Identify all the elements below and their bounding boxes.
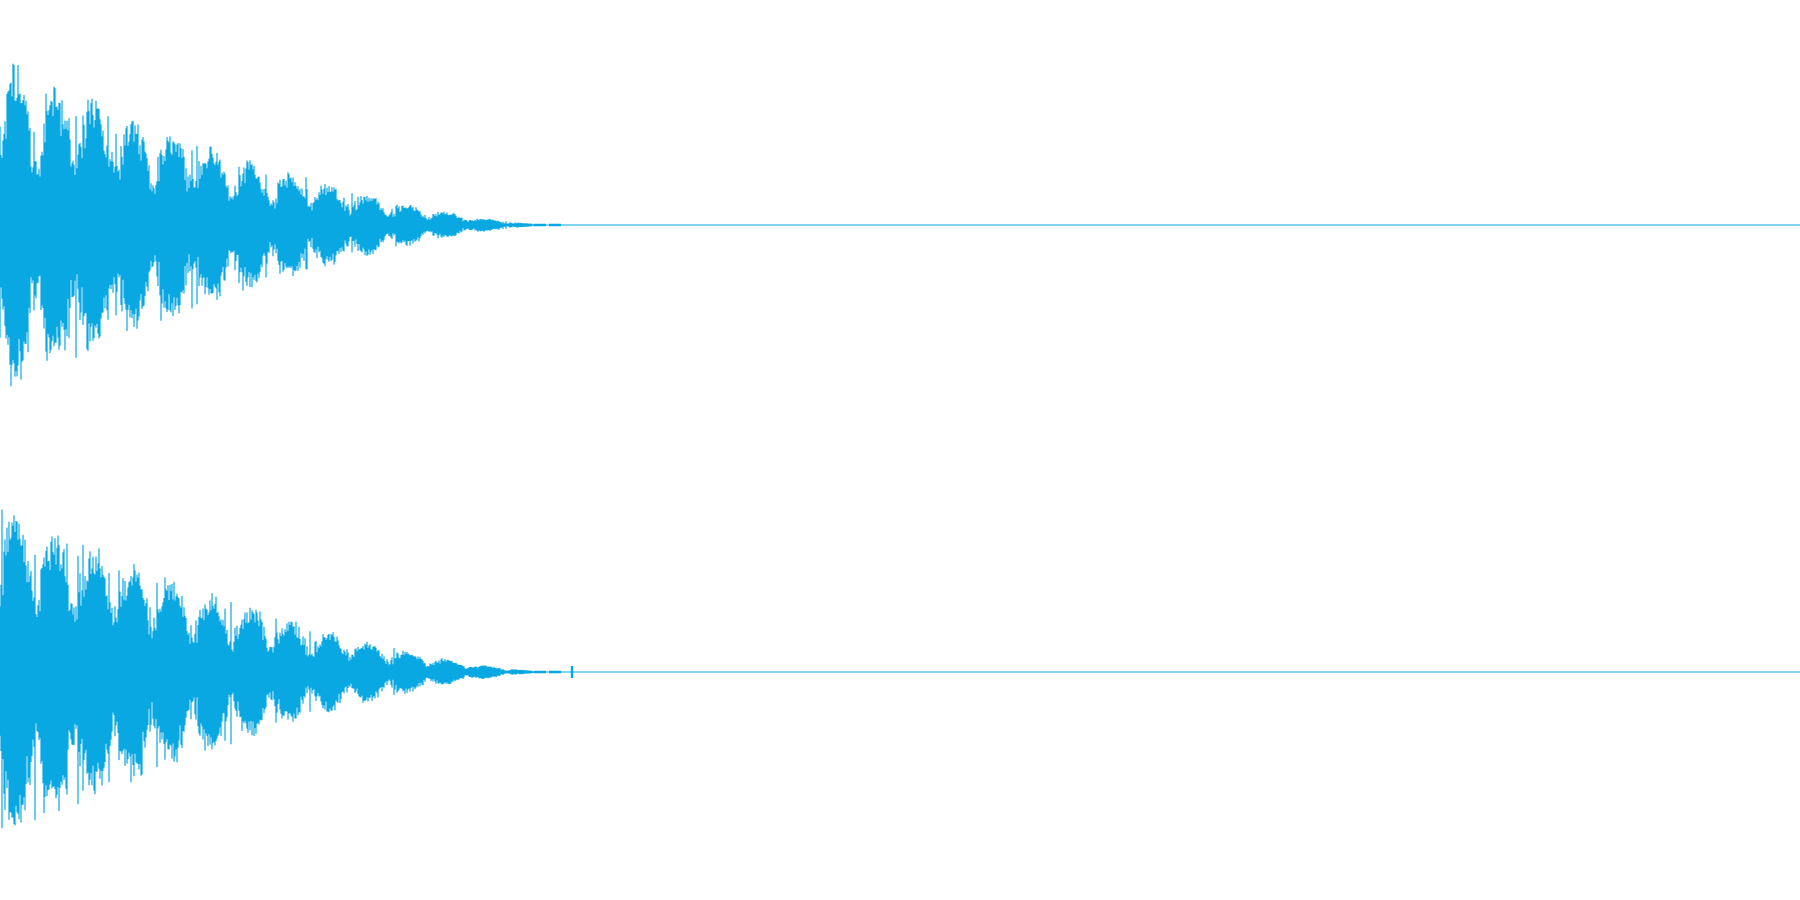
waveform-tail [449, 220, 561, 230]
waveform-right-svg [0, 509, 1800, 829]
waveform-core [0, 638, 420, 706]
waveform-core [0, 191, 420, 259]
waveform-channel-left [0, 63, 1800, 387]
waveform-channel-right [0, 450, 1800, 900]
waveform-left-svg [0, 63, 1800, 387]
waveform-tail [449, 666, 574, 678]
